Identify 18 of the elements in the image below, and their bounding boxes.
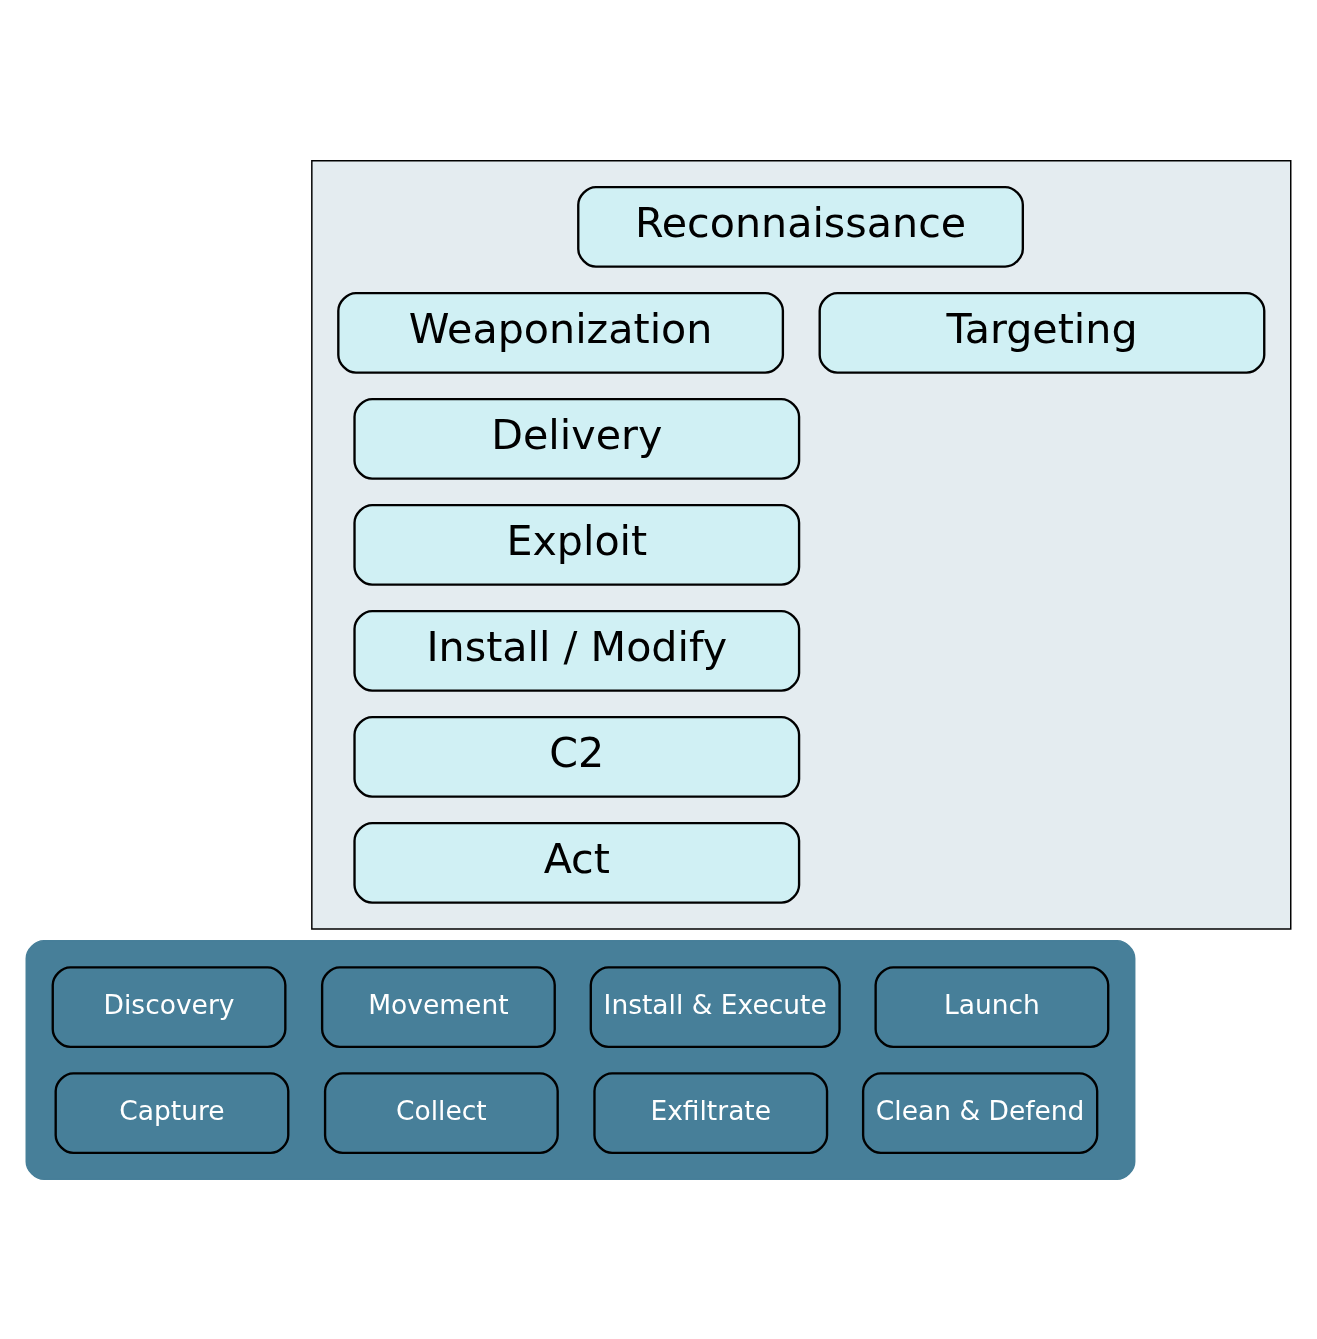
node-box: Install & Execute — [589, 965, 841, 1048]
node-box: Capture — [54, 1071, 290, 1154]
node-box: Delivery — [353, 397, 801, 480]
node-box: Targeting — [818, 291, 1266, 374]
node-box: Clean & Defend — [861, 1071, 1099, 1154]
cluster — [311, 159, 1292, 930]
node-box: Collect — [323, 1071, 559, 1154]
node-box: Reconnaissance — [577, 185, 1024, 268]
node-box: Launch — [874, 965, 1110, 1048]
node-box: Movement — [320, 965, 556, 1048]
node-box: Exploit — [353, 503, 801, 586]
node-box: Exfiltrate — [593, 1071, 829, 1154]
node-box: Act — [353, 821, 801, 904]
node-box: C2 — [353, 715, 801, 798]
node-box: Discovery — [51, 965, 287, 1048]
node-box: Weaponization — [337, 291, 785, 374]
node-box: Install / Modify — [353, 609, 801, 692]
cluster — [25, 939, 1136, 1180]
